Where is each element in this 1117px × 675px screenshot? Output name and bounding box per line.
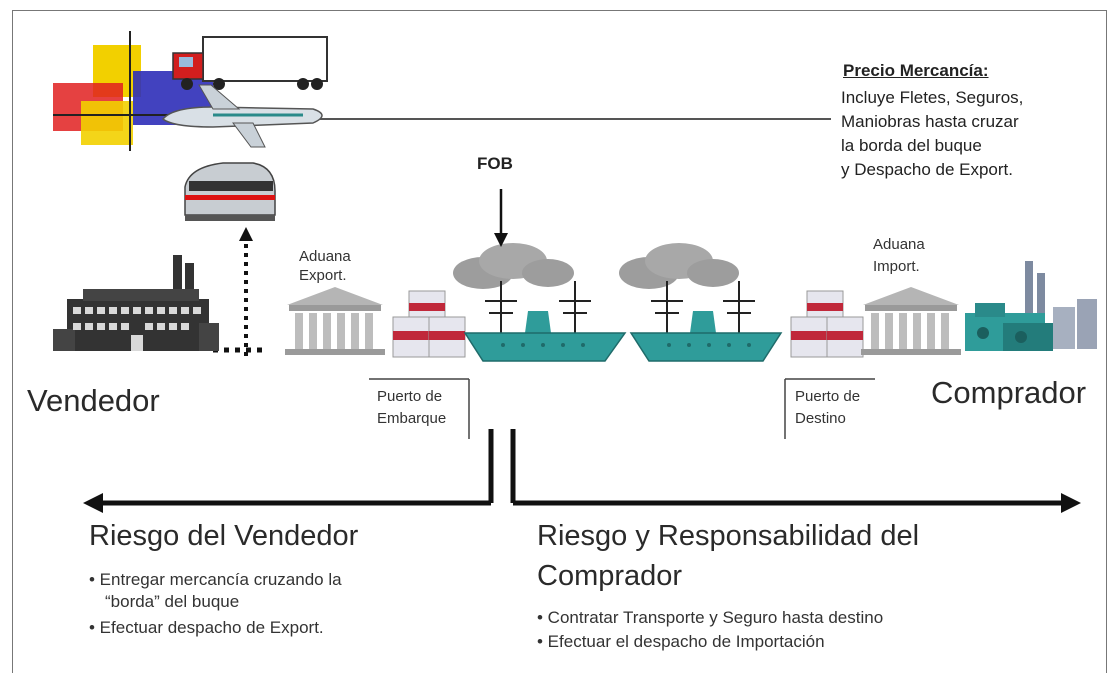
seller-risk-bullet: “borda” del buque	[105, 592, 240, 611]
ship-destination-icon	[619, 243, 783, 362]
buyer-risk-title-line1: Riesgo y Responsabilidad del	[537, 520, 920, 552]
plant-icon	[965, 261, 1097, 351]
port-destination-label-line2: Destino	[795, 410, 846, 427]
fob-label: FOB	[477, 154, 513, 173]
seller-risk-bullet: • Efectuar despacho de Export.	[89, 618, 324, 637]
containers-destination-icon	[790, 290, 864, 358]
customs-export-label-line2: Export.	[299, 267, 347, 284]
airplane-icon	[161, 84, 323, 148]
buyer-risk-title-line2: Comprador	[537, 560, 683, 592]
customs-import-building-icon	[861, 287, 961, 355]
price-line: y Despacho de Export.	[841, 160, 1013, 179]
dotted-arrow	[213, 227, 263, 356]
truck-icon	[172, 36, 328, 90]
diagram-frame: FOB Precio Mercancía: Incluye Fletes, Se…	[12, 10, 1107, 673]
port-loading-bracket	[369, 378, 470, 439]
price-line: Incluye Fletes, Seguros,	[841, 88, 1024, 107]
buyer-label: Comprador	[931, 375, 1087, 410]
buyer-risk-arrow	[510, 429, 1081, 513]
seller-risk-bullet: • Entregar mercancía cruzando la	[89, 570, 342, 589]
port-destination-bracket	[784, 378, 875, 439]
factory-icon	[53, 255, 219, 351]
price-line: la borda del buque	[841, 136, 982, 155]
buyer-risk-bullet: • Efectuar el despacho de Importación	[537, 632, 825, 651]
customs-export-building-icon	[285, 287, 385, 355]
customs-import-label-line2: Import.	[873, 258, 920, 275]
customs-import-label-line1: Aduana	[873, 236, 925, 253]
port-destination-label-line1: Puerto de	[795, 388, 861, 405]
buyer-risk-bullet: • Contratar Transporte y Seguro hasta de…	[537, 608, 884, 627]
diagram-artwork	[53, 31, 1097, 513]
customs-export-label-line1: Aduana	[299, 248, 351, 265]
port-loading-label-line1: Puerto de	[377, 388, 443, 405]
containers-loading-icon	[392, 290, 466, 358]
port-loading-label-line2: Embarque	[377, 410, 447, 427]
price-line: Maniobras hasta cruzar	[841, 112, 1019, 131]
seller-label: Vendedor	[27, 383, 160, 418]
price-title: Precio Mercancía:	[843, 61, 989, 80]
train-icon	[184, 162, 276, 221]
seller-risk-title: Riesgo del Vendedor	[89, 520, 359, 552]
ship-loading-icon	[453, 243, 627, 362]
fob-arrow	[494, 189, 508, 247]
seller-risk-arrow	[83, 429, 494, 513]
